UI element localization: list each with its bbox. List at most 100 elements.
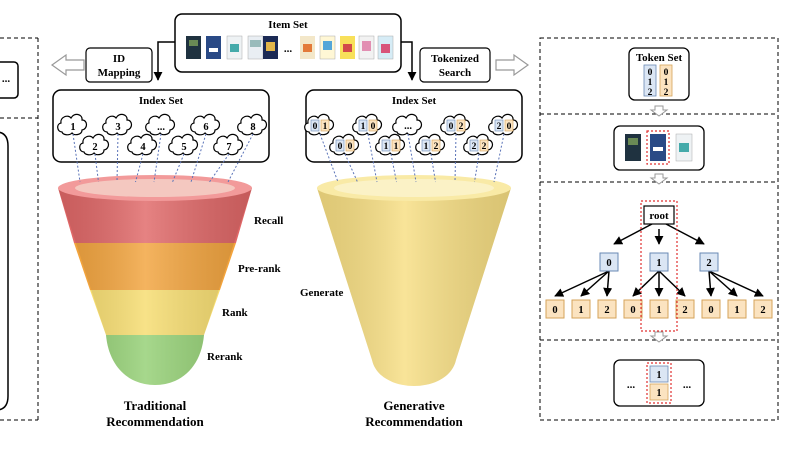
index-cloud: 1 xyxy=(57,113,88,136)
token-second: 0 xyxy=(507,122,512,132)
token-col1-1: 1 xyxy=(648,78,653,88)
selected-path-highlight xyxy=(640,200,678,332)
index-id: 7 xyxy=(226,142,231,153)
token-col2-0: 0 xyxy=(664,68,669,78)
index-id: 3 xyxy=(115,122,120,133)
tree-level2-node: 0 xyxy=(701,299,721,319)
tree-level2-node: 1 xyxy=(571,299,591,319)
left-dashed-line xyxy=(172,153,185,183)
token-second: 2 xyxy=(434,142,439,152)
tree-level2-node: 0 xyxy=(545,299,565,319)
result-highlight xyxy=(646,362,672,404)
left-dashed-lines xyxy=(72,133,254,183)
tree-level2-label: 1 xyxy=(656,305,661,316)
token-col2-2: 2 xyxy=(664,88,669,98)
middle-index-title: Index Set xyxy=(392,95,437,107)
tree-level2-label: 2 xyxy=(682,305,687,316)
index-id: 6 xyxy=(203,122,208,133)
caption-traditional-1: Traditional xyxy=(124,398,187,413)
tokenized-search-label-2: Search xyxy=(439,67,471,79)
tree-edge xyxy=(632,270,660,297)
index-id: 1 xyxy=(70,122,75,133)
stage-recall: Recall xyxy=(254,215,283,227)
item-set-title: Item Set xyxy=(268,19,308,31)
token-first: 1 xyxy=(361,122,366,132)
tree-level2-label: 1 xyxy=(734,305,739,316)
token-ellipsis: ... xyxy=(404,121,412,132)
token-second: 1 xyxy=(323,122,328,132)
result-ellipsis-left: ... xyxy=(627,379,636,391)
token-second: 1 xyxy=(394,142,399,152)
tree-edge xyxy=(708,270,738,297)
left-cutoff-ellipsis: ... xyxy=(2,73,11,85)
tree-edge xyxy=(603,270,613,297)
left-dashed-line xyxy=(116,133,119,183)
right-down-arrows xyxy=(649,105,669,343)
stage-generate: Generate xyxy=(300,287,343,299)
token-cloud: ... xyxy=(392,113,423,136)
caption-generative-2: Recommendation xyxy=(365,414,463,429)
result-ellipsis-right: ... xyxy=(683,379,692,391)
token-col1-2: 2 xyxy=(648,88,653,98)
tree-level2-label: 0 xyxy=(630,305,635,316)
index-cloud: 7 xyxy=(213,133,244,156)
tokenized-search-arrow: Tokenized Search xyxy=(419,47,530,83)
middle-dashed-line xyxy=(430,153,436,183)
token-first: 2 xyxy=(472,142,477,152)
tree-root: root xyxy=(649,210,669,222)
tree-edge xyxy=(705,270,715,297)
tree-level2-label: 0 xyxy=(708,305,713,316)
left-index-title: Index Set xyxy=(139,95,184,107)
stage-rank: Rank xyxy=(222,307,249,319)
token-second: 0 xyxy=(371,122,376,132)
stage-pre-rank: Pre-rank xyxy=(238,263,281,275)
left-dashed-line xyxy=(153,133,162,183)
id-mapping-label-1: ID xyxy=(113,53,125,65)
middle-dashed-line xyxy=(367,133,378,183)
tree-level2-node: 2 xyxy=(675,299,695,319)
token-first: 0 xyxy=(338,142,343,152)
index-id: 8 xyxy=(250,122,255,133)
traditional-funnel: Recall Pre-rank Rank Rerank Traditional … xyxy=(58,175,283,429)
tree-level2-label: 1 xyxy=(578,305,583,316)
index-cloud: 6 xyxy=(190,113,221,136)
token-set-title: Token Set xyxy=(636,52,683,64)
index-cloud: 8 xyxy=(237,113,268,136)
generative-funnel: Generate Generative Recommendation xyxy=(300,175,511,429)
result-bottom-token: 1 xyxy=(657,388,662,399)
middle-dashed-line xyxy=(407,133,417,183)
candidate-books-box xyxy=(613,125,705,171)
tree-edge xyxy=(658,270,686,297)
left-dashed-line xyxy=(94,153,99,183)
tokenized-search-label-1: Tokenized xyxy=(431,53,479,65)
tree-level2-node: 0 xyxy=(623,299,643,319)
token-second: 2 xyxy=(482,142,487,152)
tree-level1-node: 0 xyxy=(599,252,619,272)
index-id: 5 xyxy=(181,142,186,153)
index-cloud: 3 xyxy=(102,113,133,136)
tree-level1-node: 2 xyxy=(699,252,719,272)
tree-level2-label: 0 xyxy=(552,305,557,316)
item-thumbnails: ... xyxy=(186,35,394,60)
item-ellipsis: ... xyxy=(284,43,293,55)
middle-dashed-line xyxy=(344,153,358,183)
caption-generative-1: Generative xyxy=(383,398,445,413)
middle-dashed-line xyxy=(454,133,457,183)
left-dashed-line xyxy=(190,133,207,183)
middle-dashed-line xyxy=(390,153,397,183)
caption-traditional-2: Recommendation xyxy=(106,414,204,429)
token-col1-0: 0 xyxy=(648,68,653,78)
tree-level2-node: 2 xyxy=(597,299,617,319)
index-id: 4 xyxy=(140,142,146,153)
selected-book-highlight xyxy=(646,130,670,165)
tree-level1-label: 2 xyxy=(706,258,711,269)
left-dashed-line xyxy=(209,153,230,183)
